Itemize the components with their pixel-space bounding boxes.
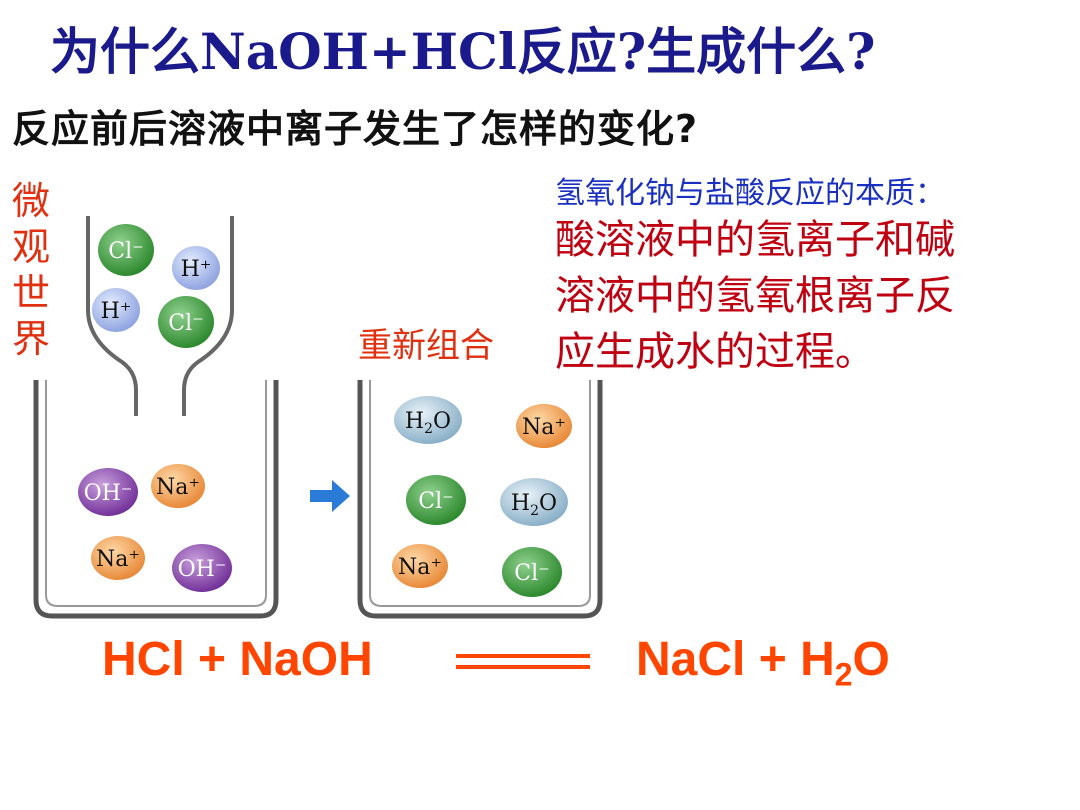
svg-text:Na⁺: Na⁺ bbox=[522, 415, 566, 440]
reaction-figure: Cl⁻ H⁺ H⁺ Cl⁻ OH⁻ Na⁺ Na⁺ OH⁻ H2O Na⁺ Cl… bbox=[33, 216, 603, 619]
molecule-h2o: H2O bbox=[394, 396, 462, 444]
ion-h: H⁺ bbox=[172, 246, 220, 290]
chemical-equation: HCl + NaOH NaCl + H2O bbox=[0, 632, 1080, 702]
svg-text:Cl⁻: Cl⁻ bbox=[514, 561, 549, 586]
left-beaker bbox=[33, 380, 279, 619]
micro-world-label: 微 观 世 界 bbox=[12, 178, 60, 362]
svg-text:Cl⁻: Cl⁻ bbox=[418, 489, 453, 514]
ion-na: Na⁺ bbox=[516, 404, 572, 448]
svg-text:Na⁺: Na⁺ bbox=[398, 555, 442, 580]
ion-h: H⁺ bbox=[92, 288, 140, 332]
equation-reactants: HCl + NaOH bbox=[102, 633, 373, 686]
essence-body: 酸溶液中的氢离子和碱 溶液中的氢氧根离子反 应生成水的过程。 bbox=[555, 212, 1075, 380]
ion-oh: OH⁻ bbox=[172, 544, 232, 592]
svg-text:H⁺: H⁺ bbox=[181, 257, 212, 282]
svg-text:Na⁺: Na⁺ bbox=[156, 475, 200, 500]
molecule-h2o: H2O bbox=[500, 478, 568, 526]
recombine-label: 重新组合 bbox=[358, 326, 494, 366]
right-arrow-icon bbox=[310, 480, 350, 512]
funnel bbox=[86, 216, 138, 416]
ion-na: Na⁺ bbox=[151, 464, 205, 508]
svg-text:Cl⁻: Cl⁻ bbox=[168, 311, 203, 336]
svg-text:H2O: H2O bbox=[405, 409, 451, 437]
ion-cl: Cl⁻ bbox=[98, 224, 154, 276]
ion-cl: Cl⁻ bbox=[158, 296, 214, 348]
right-beaker bbox=[357, 380, 603, 619]
svg-text:H⁺: H⁺ bbox=[101, 299, 132, 324]
svg-text:Cl⁻: Cl⁻ bbox=[108, 239, 143, 264]
micro-char: 微 bbox=[12, 179, 51, 223]
svg-text:OH⁻: OH⁻ bbox=[178, 557, 227, 582]
equals-sign-icon bbox=[456, 654, 590, 680]
equation-products: NaCl + H2O bbox=[636, 633, 890, 693]
essence-heading: 氢氧化钠与盐酸反应的本质： bbox=[555, 176, 945, 211]
micro-char: 观 bbox=[12, 225, 51, 269]
slide-subtitle: 反应前后溶液中离子发生了怎样的变化? bbox=[12, 107, 699, 151]
slide-title: 为什么NaOH+HCl反应?生成什么? bbox=[50, 22, 876, 81]
funnel bbox=[182, 216, 234, 416]
right-beaker-inner bbox=[369, 380, 591, 607]
svg-text:OH⁻: OH⁻ bbox=[84, 481, 133, 506]
micro-char: 世 bbox=[12, 271, 51, 315]
left-beaker-inner bbox=[45, 380, 267, 607]
ion-cl: Cl⁻ bbox=[406, 475, 466, 525]
ion-cl: Cl⁻ bbox=[502, 547, 562, 597]
ion-oh: OH⁻ bbox=[78, 468, 138, 516]
micro-char: 界 bbox=[12, 317, 51, 361]
ion-na: Na⁺ bbox=[392, 544, 448, 588]
essence-line: 溶液中的氢氧根离子反 bbox=[555, 273, 955, 319]
essence-line: 酸溶液中的氢离子和碱 bbox=[555, 217, 955, 263]
svg-text:H2O: H2O bbox=[511, 491, 557, 519]
essence-line: 应生成水的过程。 bbox=[555, 329, 875, 375]
ion-na: Na⁺ bbox=[91, 536, 145, 580]
svg-text:Na⁺: Na⁺ bbox=[96, 547, 140, 572]
